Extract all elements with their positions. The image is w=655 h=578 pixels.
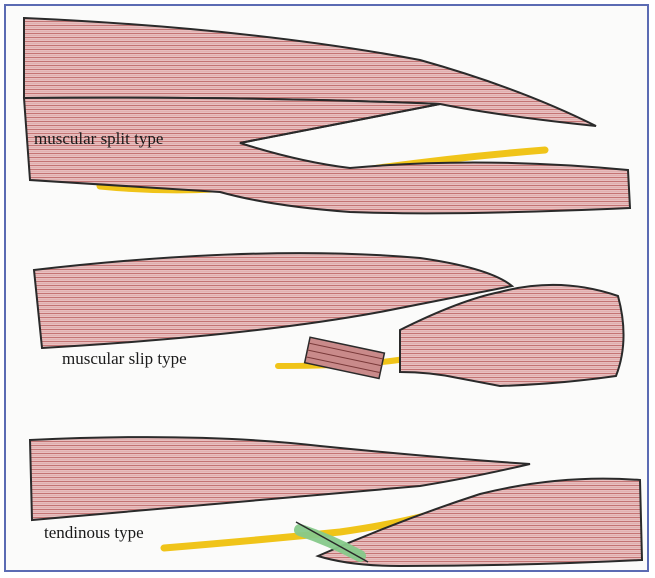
label-tendinous-type: tendinous type xyxy=(44,523,144,543)
lower-muscle-3 xyxy=(318,479,642,566)
label-muscular-split-type: muscular split type xyxy=(34,129,163,149)
panel-tendinous xyxy=(30,437,642,566)
panel-split xyxy=(24,18,630,213)
muscular-slip xyxy=(305,337,385,378)
label-muscular-slip-type: muscular slip type xyxy=(62,349,187,369)
